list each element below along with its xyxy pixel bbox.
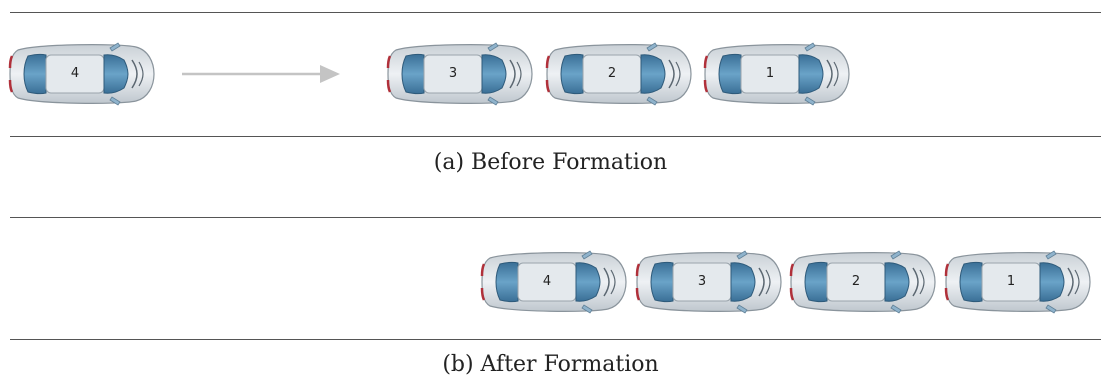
car-number: 4 — [70, 66, 80, 81]
car-number: 3 — [697, 274, 707, 289]
car-icon: 1 — [703, 42, 851, 106]
caption-before-formation: (a) Before Formation — [433, 150, 668, 175]
car-icon: 1 — [944, 250, 1092, 314]
car-icon: 2 — [545, 42, 693, 106]
caption-after-formation: (b) After Formation — [442, 352, 659, 377]
car-number: 2 — [607, 66, 617, 81]
car-icon: 2 — [789, 250, 937, 314]
road-bottom-line-b — [10, 339, 1101, 340]
road-bottom-line-a — [10, 136, 1101, 137]
car-number: 1 — [1006, 274, 1016, 289]
arrow-right-icon — [180, 62, 342, 86]
car-number: 3 — [448, 66, 458, 81]
car-icon: 4 — [480, 250, 628, 314]
car-icon: 4 — [8, 42, 156, 106]
car-number: 1 — [765, 66, 775, 81]
car-icon: 3 — [635, 250, 783, 314]
road-top-line-a — [10, 12, 1101, 13]
road-top-line-b — [10, 217, 1101, 218]
car-number: 2 — [851, 274, 861, 289]
car-icon: 3 — [386, 42, 534, 106]
car-number: 4 — [542, 274, 552, 289]
